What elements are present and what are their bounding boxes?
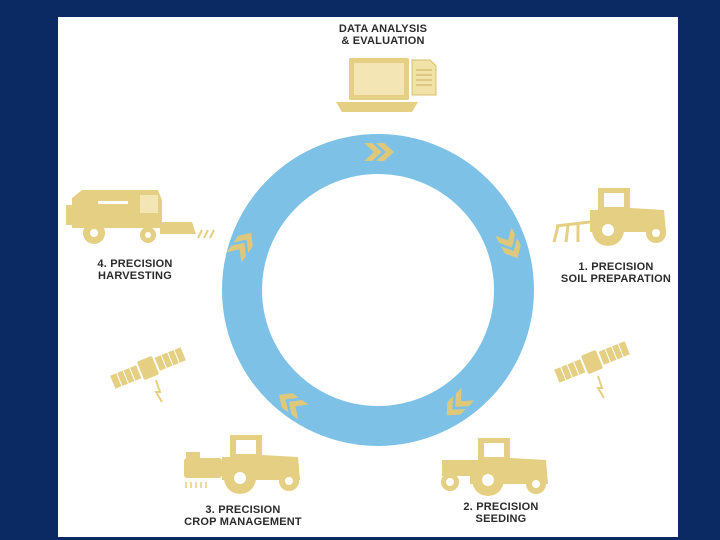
satellite-right-signal-icon (598, 376, 604, 398)
label-crop-management: 3. PRECISION CROP MANAGEMENT (176, 504, 310, 528)
label-soil-preparation-line1: 1. PRECISION (556, 261, 676, 273)
label-crop-management-line2: CROP MANAGEMENT (176, 516, 310, 528)
label-seeding-line1: 2. PRECISION (446, 501, 556, 513)
satellite-left-icon (109, 344, 187, 391)
combine-harvester-icon (66, 190, 214, 244)
label-harvesting-line1: 4. PRECISION (82, 258, 188, 270)
cycle-ring (242, 154, 514, 426)
tractor-tiller-icon (554, 188, 666, 246)
satellite-right-icon (553, 338, 631, 385)
label-harvesting-line2: HARVESTING (82, 270, 188, 282)
label-seeding-line2: SEEDING (446, 513, 556, 525)
label-data-analysis-line1: DATA ANALYSIS (328, 23, 438, 35)
label-crop-management-line1: 3. PRECISION (176, 504, 310, 516)
label-seeding: 2. PRECISION SEEDING (446, 501, 556, 525)
label-soil-preparation: 1. PRECISION SOIL PREPARATION (556, 261, 676, 285)
tractor-seeder-icon (441, 438, 548, 496)
label-data-analysis: DATA ANALYSIS & EVALUATION (328, 23, 438, 47)
tractor-sprayer-icon (184, 435, 300, 494)
laptop-icon (336, 58, 436, 112)
label-data-analysis-line2: & EVALUATION (328, 35, 438, 47)
label-soil-preparation-line2: SOIL PREPARATION (556, 273, 676, 285)
satellite-left-signal-icon (156, 380, 162, 402)
label-harvesting: 4. PRECISION HARVESTING (82, 258, 188, 282)
